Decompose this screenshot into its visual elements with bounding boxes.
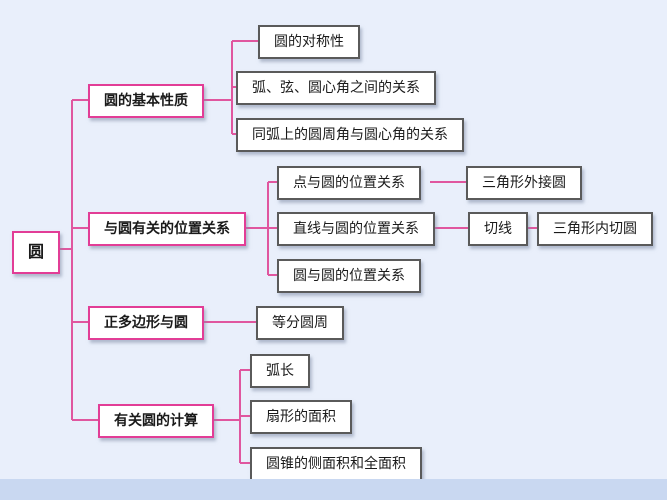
connector-calculations <box>210 369 253 464</box>
connector-basic-properties <box>200 40 262 135</box>
node-symmetry[interactable]: 圆的对称性 <box>258 25 360 60</box>
node-line-circle-position[interactable]: 直线与圆的位置关系 <box>277 212 435 247</box>
node-inscribed-central-angle[interactable]: 同弧上的圆周角与圆心角的关系 <box>236 118 464 153</box>
node-cone-surface-area[interactable]: 圆锥的侧面积和全面积 <box>250 447 422 482</box>
connector-position-relations <box>240 181 545 276</box>
node-basic-properties[interactable]: 圆的基本性质 <box>88 84 204 119</box>
node-position-relations[interactable]: 与圆有关的位置关系 <box>88 212 246 247</box>
node-arc-chord-central-angle[interactable]: 弧、弦、圆心角之间的关系 <box>236 71 436 106</box>
node-arc-length[interactable]: 弧长 <box>250 354 310 389</box>
node-equal-division[interactable]: 等分圆周 <box>256 306 344 341</box>
node-regular-polygon-circle[interactable]: 正多边形与圆 <box>88 306 204 341</box>
node-circle-circle-position[interactable]: 圆与圆的位置关系 <box>277 259 421 294</box>
node-root-circle[interactable]: 圆 <box>12 231 61 274</box>
node-tangent[interactable]: 切线 <box>468 212 528 247</box>
node-point-circle-position[interactable]: 点与圆的位置关系 <box>277 166 421 201</box>
node-circle-calculations[interactable]: 有关圆的计算 <box>98 404 214 439</box>
node-triangle-incircle[interactable]: 三角形内切圆 <box>537 212 653 247</box>
node-sector-area[interactable]: 扇形的面积 <box>250 400 352 435</box>
bottom-bar <box>0 479 667 500</box>
node-triangle-circumcircle[interactable]: 三角形外接圆 <box>466 166 582 201</box>
